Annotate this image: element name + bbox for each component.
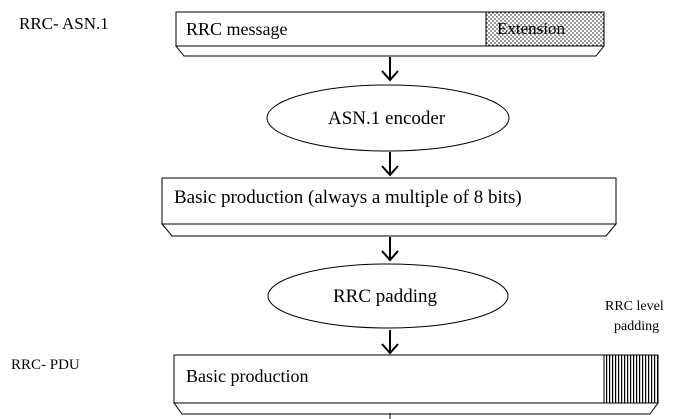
asn1-encoder-label: ASN.1 encoder — [328, 108, 446, 129]
basic-production-long-label: Basic production (always a multiple of 8… — [174, 187, 522, 208]
basic-production-long-box — [160, 177, 618, 237]
rrc-pdu-box-bevel — [173, 402, 659, 415]
arrow-padding-to-pdu — [381, 330, 399, 355]
rrc-pdu-box — [173, 354, 659, 415]
extension-field — [485, 11, 605, 47]
rrc-asn1-label: RRC- ASN.1 — [19, 14, 109, 33]
rrc-padding-label: RRC padding — [333, 286, 437, 307]
rrc-level-padding-label-line1: RRC level — [605, 299, 664, 314]
rrc-level-padding-label-line2: padding — [614, 319, 660, 334]
basic-production-label: Basic production — [186, 366, 309, 386]
arrow-encoder-to-basic-production — [381, 152, 399, 177]
arrow-message-to-encoder — [381, 57, 399, 82]
rrc-level-padding-field — [603, 354, 659, 404]
basic-production-long-box-bevel — [160, 223, 618, 237]
rrc-message-box-bevel — [174, 45, 606, 57]
rrc-padding-ellipse — [267, 263, 509, 329]
extension-label: Extension — [497, 19, 565, 38]
arrow-basic-production-to-padding — [381, 237, 399, 262]
asn1-encoder-ellipse — [266, 84, 510, 152]
rrc-message-label: RRC message — [186, 19, 288, 39]
rrc-pdu-label: RRC- PDU — [11, 357, 80, 373]
